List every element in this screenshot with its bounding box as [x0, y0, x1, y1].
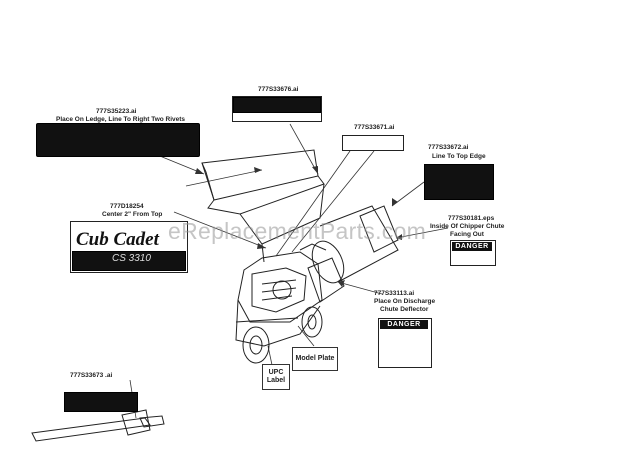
leader-p3: [275, 150, 351, 257]
upc-label-callout: UPC Label: [262, 364, 290, 390]
label-p7-file: 777S33113.ai: [374, 290, 415, 297]
upc-line1: UPC: [268, 368, 284, 376]
leader-model: [297, 325, 315, 347]
engine: [237, 251, 323, 323]
decal-p1: [36, 123, 200, 157]
label-p6-file: 777S30181.eps: [448, 215, 495, 222]
label-p7-note2: Chute Deflector: [380, 306, 429, 313]
discharge-deflector: [307, 257, 345, 303]
label-p4-note: Line To Top Edge: [432, 153, 486, 160]
left-wheel: [242, 326, 270, 364]
label-p5-note: Center 2" From Top: [102, 211, 163, 218]
leader-p3b: [291, 150, 375, 253]
label-p5-file: 777D18254: [110, 203, 144, 210]
leader-p5: [173, 211, 267, 249]
leader-hopper: [185, 169, 263, 187]
hopper-lip: [207, 175, 325, 215]
decal-p2-bar: [233, 97, 321, 113]
danger-tag-p6: DANGER: [452, 242, 492, 251]
label-p6-note1: Inside Of Chipper Chute: [430, 223, 505, 230]
cub-cadet-logo: Cub Cadet: [76, 229, 159, 250]
danger-tag-p7: DANGER: [380, 320, 428, 329]
chipper-chute: [359, 205, 399, 253]
label-p4-file: 777S33672.ai: [428, 144, 469, 151]
model-plate-callout: Model Plate: [292, 347, 338, 371]
label-p1-note: Place On Ledge, Line To Right Two Rivets: [56, 116, 186, 123]
decal-p3: [342, 135, 404, 151]
leader-p2: [289, 123, 319, 175]
label-p6-note2: Facing Out: [450, 231, 484, 238]
label-p1-file: 777S35223.ai: [96, 108, 137, 115]
label-p2-file: 777S33676.ai: [258, 86, 299, 93]
tow-bar: [31, 417, 151, 442]
label-p3-file: 777S33671.ai: [354, 124, 395, 131]
upc-line2: Label: [266, 377, 286, 384]
decal-p4: [424, 164, 494, 200]
right-wheel: [301, 306, 323, 338]
decal-model-text: CS 3310: [112, 253, 151, 264]
watermark: eReplacementParts.com: [168, 218, 427, 244]
decal-p5-band: [72, 251, 186, 271]
leader-p6: [395, 227, 449, 239]
label-p7-note1: Place On Discharge: [374, 298, 436, 305]
label-p8-file: 777S33673 .ai: [70, 372, 113, 379]
frame: [235, 299, 321, 347]
leader-upc: [267, 345, 273, 366]
leader-p7: [337, 281, 383, 295]
decal-p8: [64, 392, 138, 412]
